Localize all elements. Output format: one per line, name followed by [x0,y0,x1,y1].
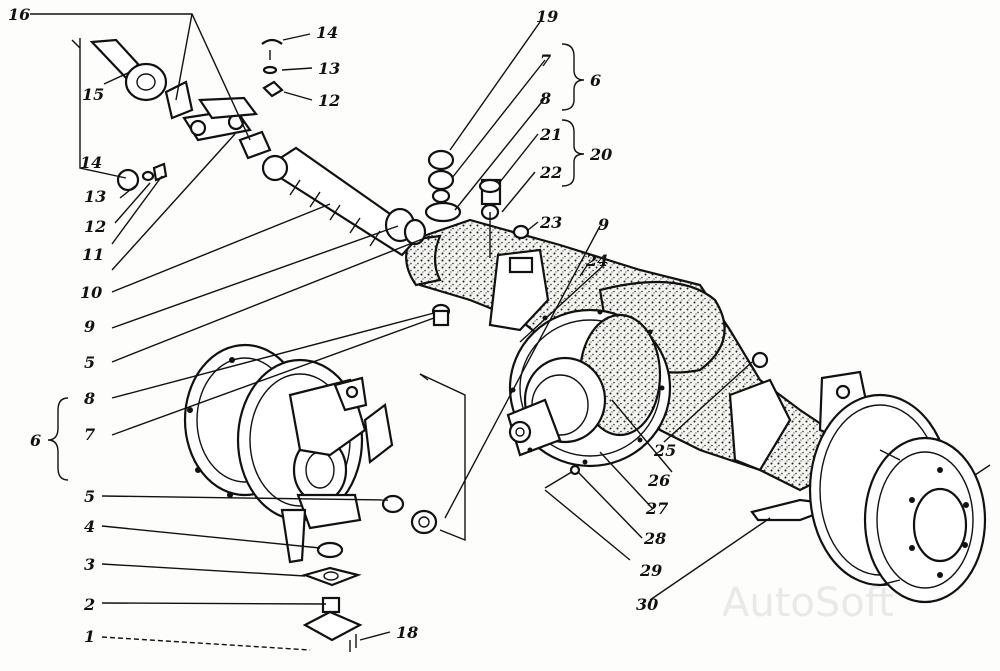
callout-15: 15 [82,85,104,104]
callout-10: 10 [80,283,102,302]
small-fasteners [116,38,284,192]
callout-11: 11 [82,245,104,264]
callout-4: 4 [84,517,95,536]
callout-9-left: 9 [84,317,95,336]
callout-6-left: 6 [30,431,41,450]
kingpin-upper-parts [424,149,530,240]
callout-16: 16 [8,5,30,24]
wheel-hub-right [808,393,991,604]
kingpin-lower-parts [301,541,363,652]
callout-12-left: 12 [84,217,106,236]
callout-18: 18 [396,623,418,642]
callout-23: 23 [539,213,562,232]
callout-5-left: 5 [84,353,95,372]
callout-13-top: 13 [318,59,340,78]
watermark: AutoSoft [722,580,894,626]
drive-shaft-assembly [89,38,427,257]
bearing-washers [381,303,451,535]
callout-27: 27 [645,499,668,518]
callout-labels: 16 15 14 13 12 14 13 12 11 10 9 5 8 6 7 … [8,5,676,646]
callout-6-top: 6 [590,71,601,90]
callout-29: 29 [639,561,662,580]
callout-12-top: 12 [318,91,340,110]
callout-30: 30 [636,595,658,614]
callout-2: 2 [83,595,95,614]
callout-14-top: 14 [316,23,338,42]
steering-knuckle-assembly [183,343,394,564]
callout-9-mid: 9 [598,215,609,234]
callout-19: 19 [536,7,558,26]
callout-7-top: 7 [540,51,551,70]
callout-8-left: 8 [83,389,95,408]
callout-26: 26 [647,471,670,490]
leader-lines [30,13,771,651]
callout-5-mid: 5 [84,487,95,506]
callout-13-left: 13 [84,187,106,206]
callout-20: 20 [589,145,612,164]
callout-28: 28 [643,529,666,548]
callout-24: 24 [585,251,608,270]
callout-8-top: 8 [539,89,551,108]
callout-21: 21 [539,125,562,144]
callout-3: 3 [84,555,95,574]
callout-7-left: 7 [84,425,95,444]
differential-assembly [506,308,672,489]
callout-22: 22 [539,163,562,182]
callout-25: 25 [653,441,676,460]
callout-1: 1 [84,627,95,646]
callout-14-left: 14 [80,153,102,172]
